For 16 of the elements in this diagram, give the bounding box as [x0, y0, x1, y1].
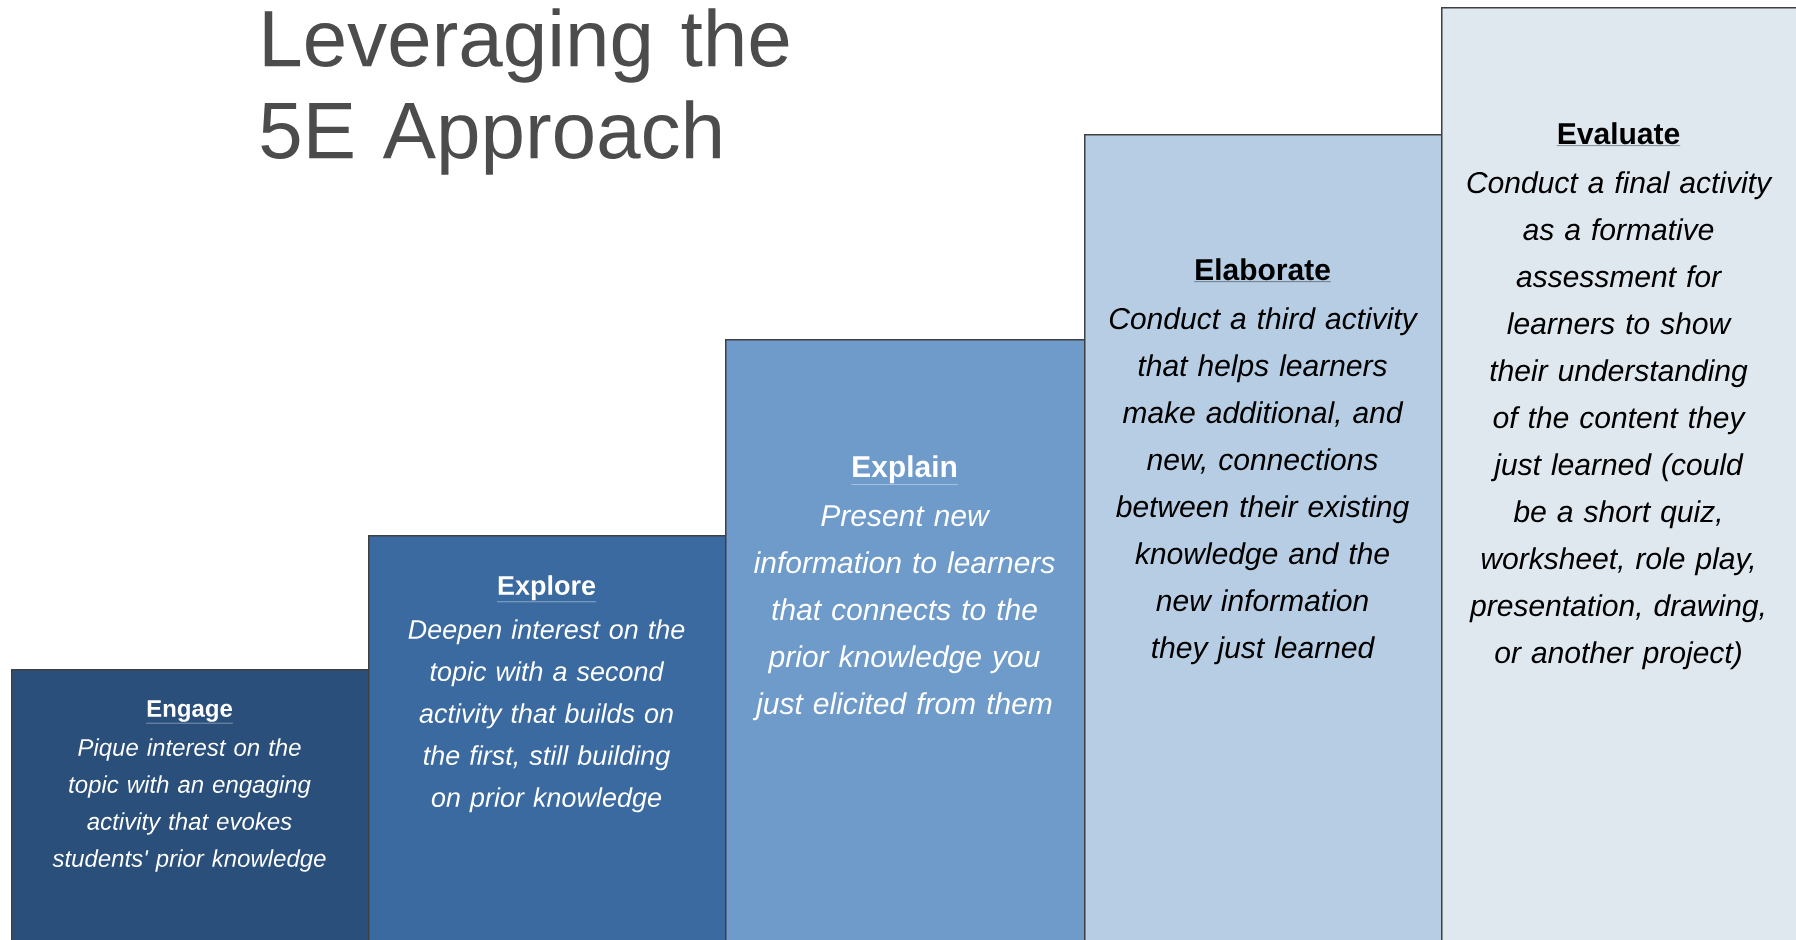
title: Leveraging the 5E Approach [261, 8, 789, 175]
step-box [1084, 134, 1443, 940]
stage-description: Deepen interest on the topic with a second activity that builds on the first, still building on prior knowledge [408, 619, 685, 813]
stage-description: Present new information to learners that connects to the prior knowledge you just elicited from them [752, 505, 1055, 721]
stage-heading: Explain [850, 455, 959, 485]
step-box [725, 339, 1086, 940]
step-box [1441, 7, 1796, 940]
stage-heading: Elaborate [1193, 258, 1332, 282]
stage-description: Conduct a third activity that helps learners make additional, and new, connections between their existing knowledge and the new information they just learned [1109, 307, 1419, 665]
stage-heading: Engage [145, 700, 234, 724]
step-box [11, 669, 370, 940]
stage-description: Conduct a final activity as a formative assessment for learners to show their understanding of the content they just learned (could be a short quiz, worksheet, role play, presentation, drawing, or another project) [1467, 171, 1773, 670]
stage-heading: Evaluate [1556, 122, 1681, 146]
stage-heading: Explore [496, 575, 597, 602]
stage-description: Pique interest on the topic with an engaging activity that evokes students' prior knowledge [52, 738, 326, 872]
step-box [368, 535, 727, 940]
